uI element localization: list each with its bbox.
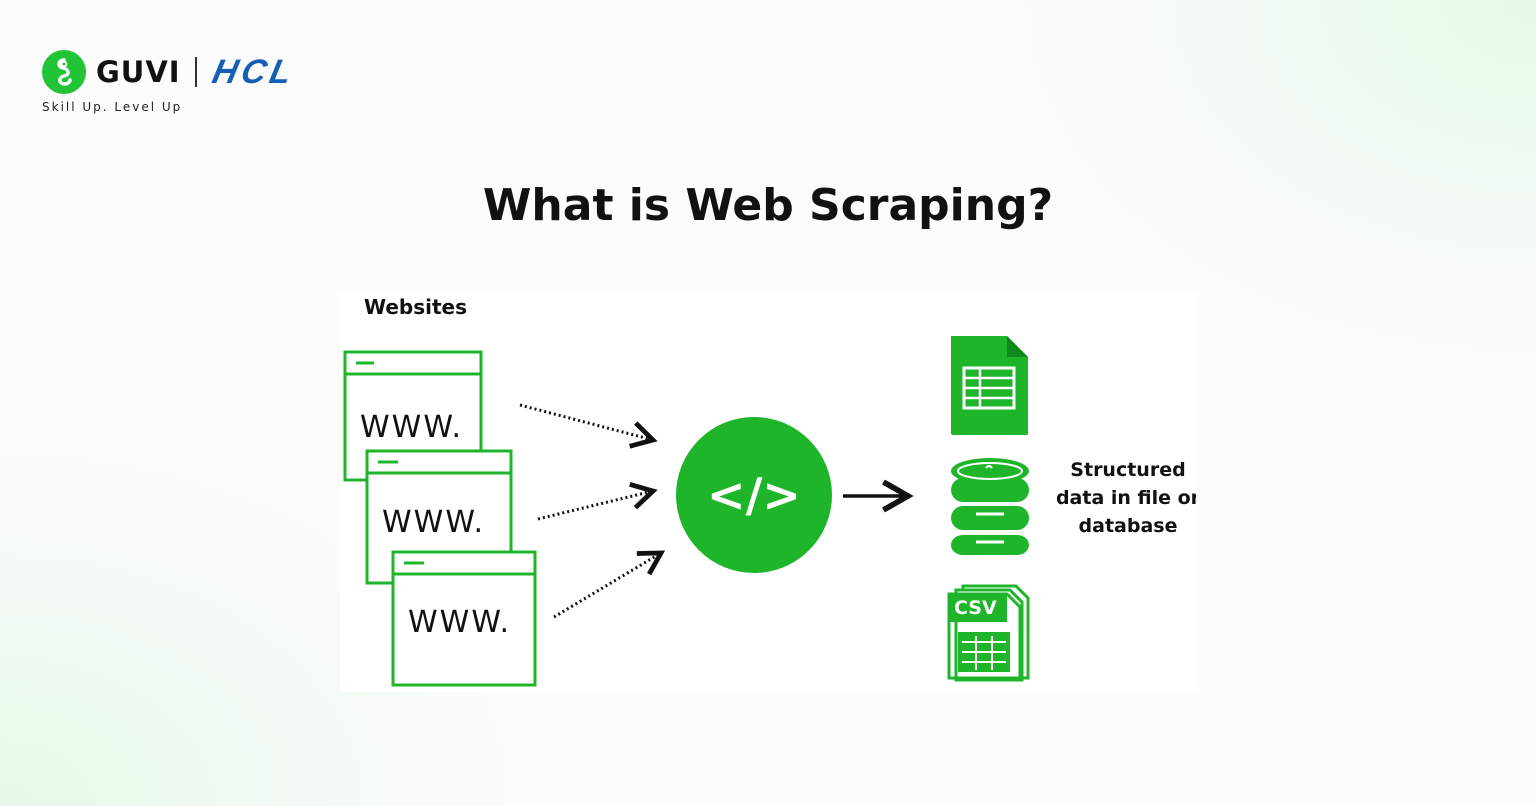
hcl-wordmark: HCL [208, 52, 299, 91]
guvi-wordmark: GUVI [96, 55, 181, 89]
guvi-logo-icon [42, 50, 86, 94]
diagram-canvas: Websites WWW. WWW. WWW. </> [343, 295, 1196, 687]
dotted-arrow [537, 482, 658, 521]
brand-logo[interactable]: GUVI HCL Skill Up. Level Up [42, 50, 299, 114]
output-label-line: Structured [1070, 459, 1185, 481]
brand-tagline: Skill Up. Level Up [42, 100, 183, 114]
code-symbol: </> [707, 468, 801, 522]
spreadsheet-icon [951, 336, 1028, 435]
websites-label: Websites [364, 295, 467, 319]
output-label-line: database [1079, 515, 1178, 537]
logo-divider [194, 57, 197, 87]
dotted-arrow [553, 550, 666, 619]
output-label-line: data in file or [1056, 487, 1196, 509]
page-title: What is Web Scraping? [482, 180, 1054, 231]
output-label: Structured data in file or database [1056, 459, 1196, 537]
csv-file-icon: CSV [947, 584, 1030, 682]
website-url-text: WWW. [408, 605, 511, 640]
csv-label: CSV [954, 597, 997, 619]
database-icon [951, 458, 1029, 555]
website-url-text: WWW. [382, 505, 485, 540]
dotted-arrow [519, 403, 658, 449]
web-scraping-diagram: Websites WWW. WWW. WWW. </> [340, 292, 1196, 692]
website-url-text: WWW. [360, 410, 463, 445]
code-icon: </> [676, 417, 832, 573]
website-window: WWW. [391, 550, 537, 687]
